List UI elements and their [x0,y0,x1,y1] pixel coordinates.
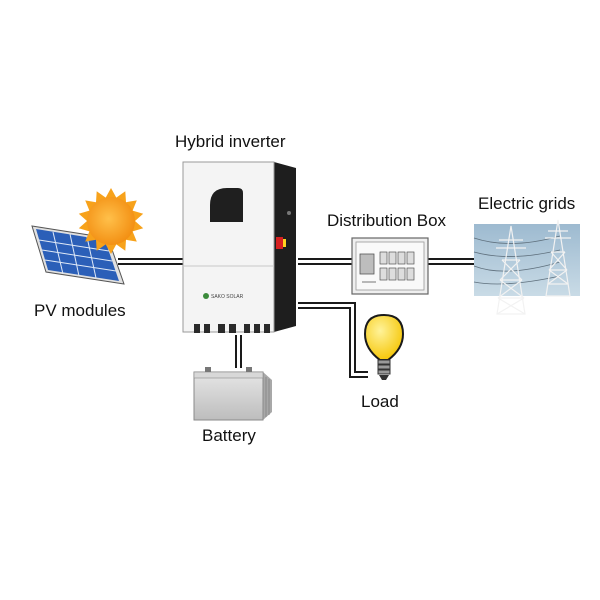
sun-disc [87,197,135,245]
wire-inverter-load-b [298,307,368,378]
light-bulb-icon [363,313,405,380]
wires [118,258,474,378]
label-pv-modules: PV modules [34,301,126,320]
label-electric-grids: Electric grids [478,194,576,213]
inverter-brand-text: SAKO SOLAR [211,294,244,300]
label-hybrid-inverter: Hybrid inverter [175,132,286,151]
sun-icon [78,188,144,254]
label-load: Load [361,392,399,411]
wire-inverter-load-a [298,302,368,373]
electric-grid-icon [473,219,580,315]
emergency-button-icon [276,237,286,249]
battery-icon [193,367,272,421]
hybrid-inverter-icon: SAKO SOLAR [182,161,296,333]
label-distribution-box: Distribution Box [327,211,447,230]
distribution-box-icon [351,237,429,295]
label-battery: Battery [202,426,256,445]
